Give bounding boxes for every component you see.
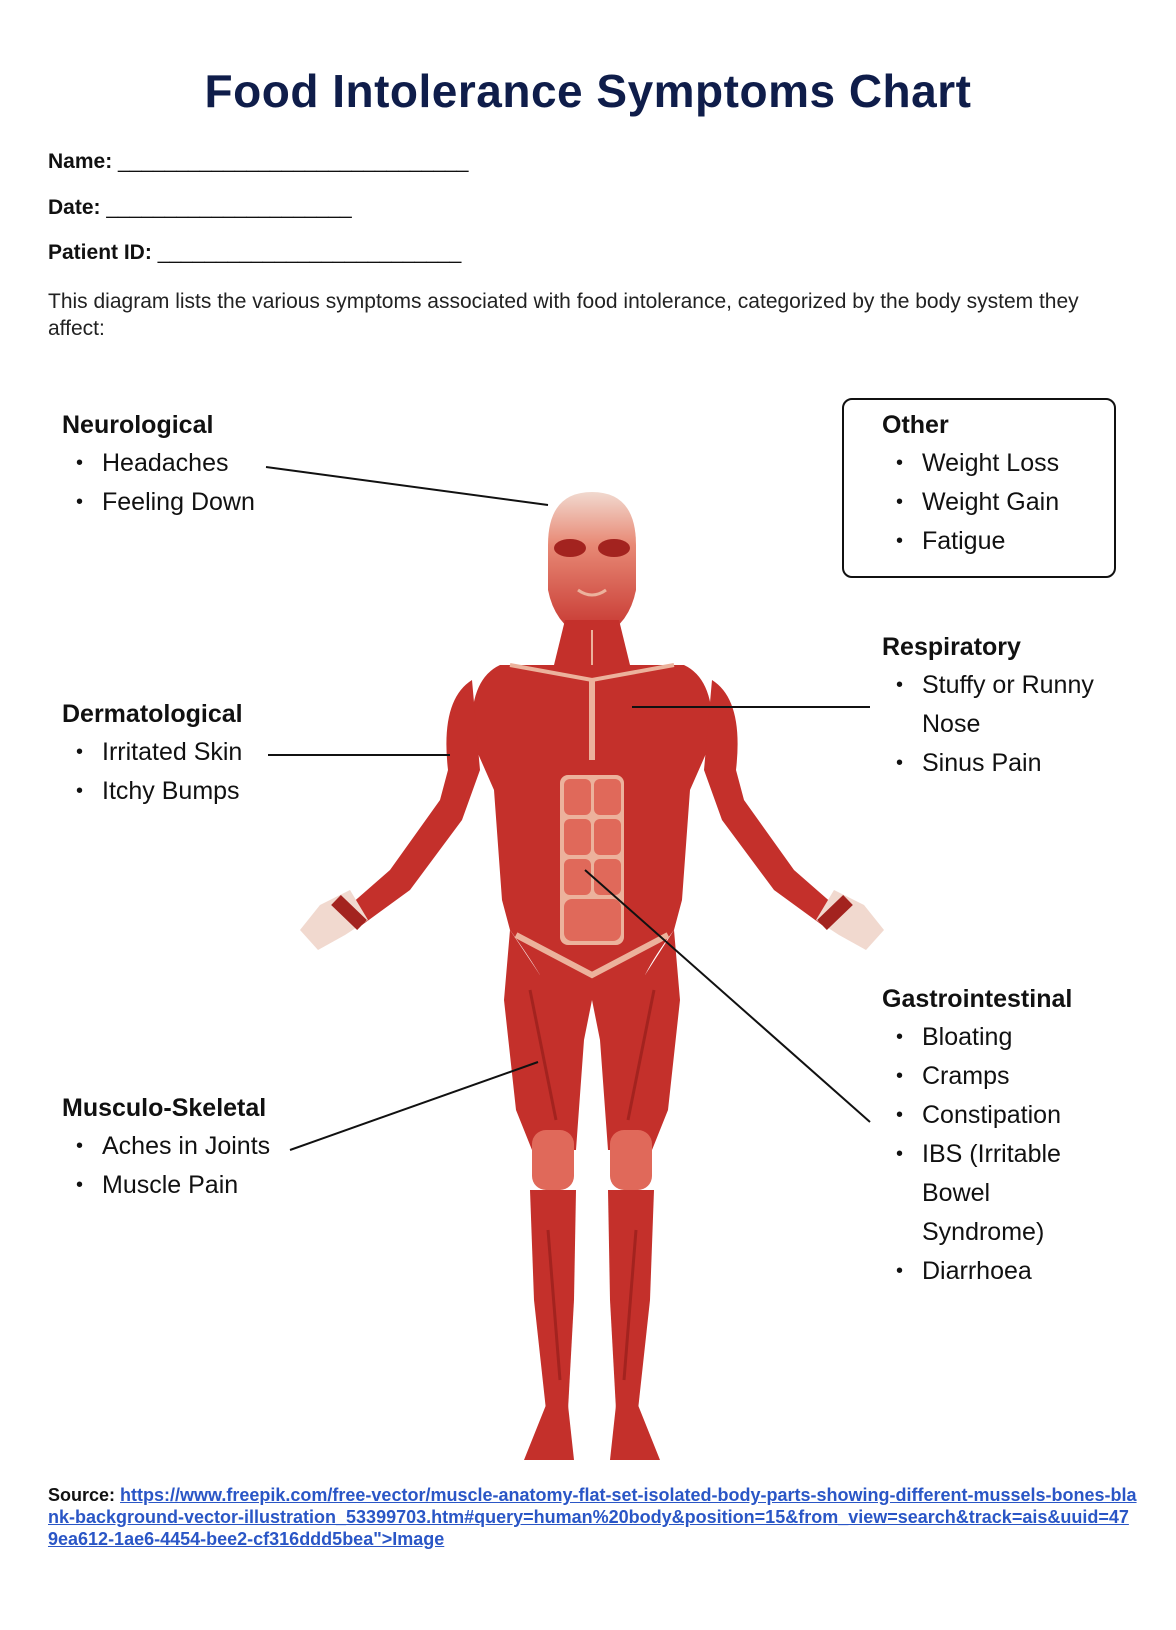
list-item: Sinus Pain — [882, 744, 1132, 783]
group-musculo-skeletal: Musculo-Skeletal Aches in Joints Muscle … — [62, 1094, 270, 1205]
group-title: Respiratory — [882, 633, 1021, 661]
date-label: Date: — [48, 196, 101, 219]
group-neurological: Neurological Headaches Feeling Down — [62, 411, 255, 522]
body-silhouette — [300, 492, 884, 1460]
list-item: Weight Gain — [882, 483, 1059, 522]
name-label: Name: — [48, 150, 113, 173]
source-citation: Source: https://www.freepik.com/free-vec… — [48, 1484, 1138, 1550]
list-item: Bloating — [882, 1018, 1097, 1057]
page-title: Food Intolerance Symptoms Chart — [204, 65, 972, 117]
group-other: Other Weight Loss Weight Gain Fatigue — [882, 411, 1059, 561]
patient-id-line: __________________________ — [157, 241, 462, 264]
date-line: _____________________ — [106, 196, 352, 219]
group-dermatological: Dermatological Irritated Skin Itchy Bump… — [62, 700, 243, 811]
group-title: Dermatological — [62, 700, 243, 728]
list-item: Itchy Bumps — [62, 772, 243, 811]
source-label: Source: — [48, 1485, 116, 1505]
list-item: Cramps — [882, 1057, 1097, 1096]
list-item: Stuffy or Runny Nose — [882, 666, 1132, 744]
group-title: Gastrointestinal — [882, 985, 1073, 1013]
group-title: Other — [882, 411, 949, 439]
patient-id-field[interactable]: Patient ID: __________________________ — [48, 241, 461, 265]
patient-id-label: Patient ID: — [48, 241, 152, 264]
name-field[interactable]: Name: ______________________________ — [48, 150, 468, 174]
name-line: ______________________________ — [118, 150, 469, 173]
group-title: Neurological — [62, 411, 214, 439]
list-item: Muscle Pain — [62, 1166, 270, 1205]
list-item: Irritated Skin — [62, 733, 243, 772]
group-title: Musculo-Skeletal — [62, 1094, 267, 1122]
source-link[interactable]: https://www.freepik.com/free-vector/musc… — [48, 1485, 1137, 1549]
list-item: Fatigue — [882, 522, 1059, 561]
list-item: Weight Loss — [882, 444, 1059, 483]
list-item: Aches in Joints — [62, 1127, 270, 1166]
other-box — [842, 398, 1116, 578]
list-item: Constipation — [882, 1096, 1097, 1135]
intro-text: This diagram lists the various symptoms … — [48, 290, 1079, 340]
list-item: Headaches — [62, 444, 255, 483]
group-respiratory: Respiratory Stuffy or Runny Nose Sinus P… — [882, 633, 1132, 783]
leader-lines — [265, 466, 871, 1151]
list-item: Feeling Down — [62, 483, 255, 522]
list-item: Diarrhoea — [882, 1252, 1097, 1291]
list-item: IBS (Irritable Bowel Syndrome) — [882, 1135, 1097, 1252]
group-gastrointestinal: Gastrointestinal Bloating Cramps Constip… — [882, 985, 1097, 1291]
date-field[interactable]: Date: _____________________ — [48, 196, 352, 220]
